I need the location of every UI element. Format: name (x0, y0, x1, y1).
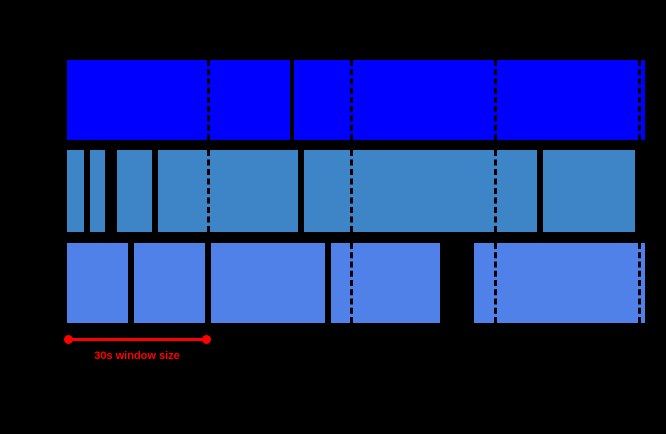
timeline-row-3 (0, 243, 666, 323)
timeline-segment (67, 243, 128, 323)
timeline-segment (211, 243, 325, 323)
timeline-segment (304, 150, 537, 232)
timeline-segment (67, 60, 290, 140)
timeline-segment (474, 243, 645, 323)
timeline-segment (158, 150, 298, 232)
timeline-segment (294, 60, 645, 140)
timeline-segment (134, 243, 205, 323)
timeline-segment (331, 243, 440, 323)
timeline-segment (90, 150, 105, 232)
timeline-row-2 (0, 150, 666, 232)
timeline-segment (543, 150, 635, 232)
timeline-segment (117, 150, 152, 232)
window-size-measure-line (68, 338, 207, 341)
window-size-end-marker (202, 335, 211, 344)
window-size-label: 30s window size (94, 350, 180, 362)
timeline-row-1 (0, 60, 666, 140)
timeline-segment (67, 150, 84, 232)
window-size-start-marker (64, 335, 73, 344)
